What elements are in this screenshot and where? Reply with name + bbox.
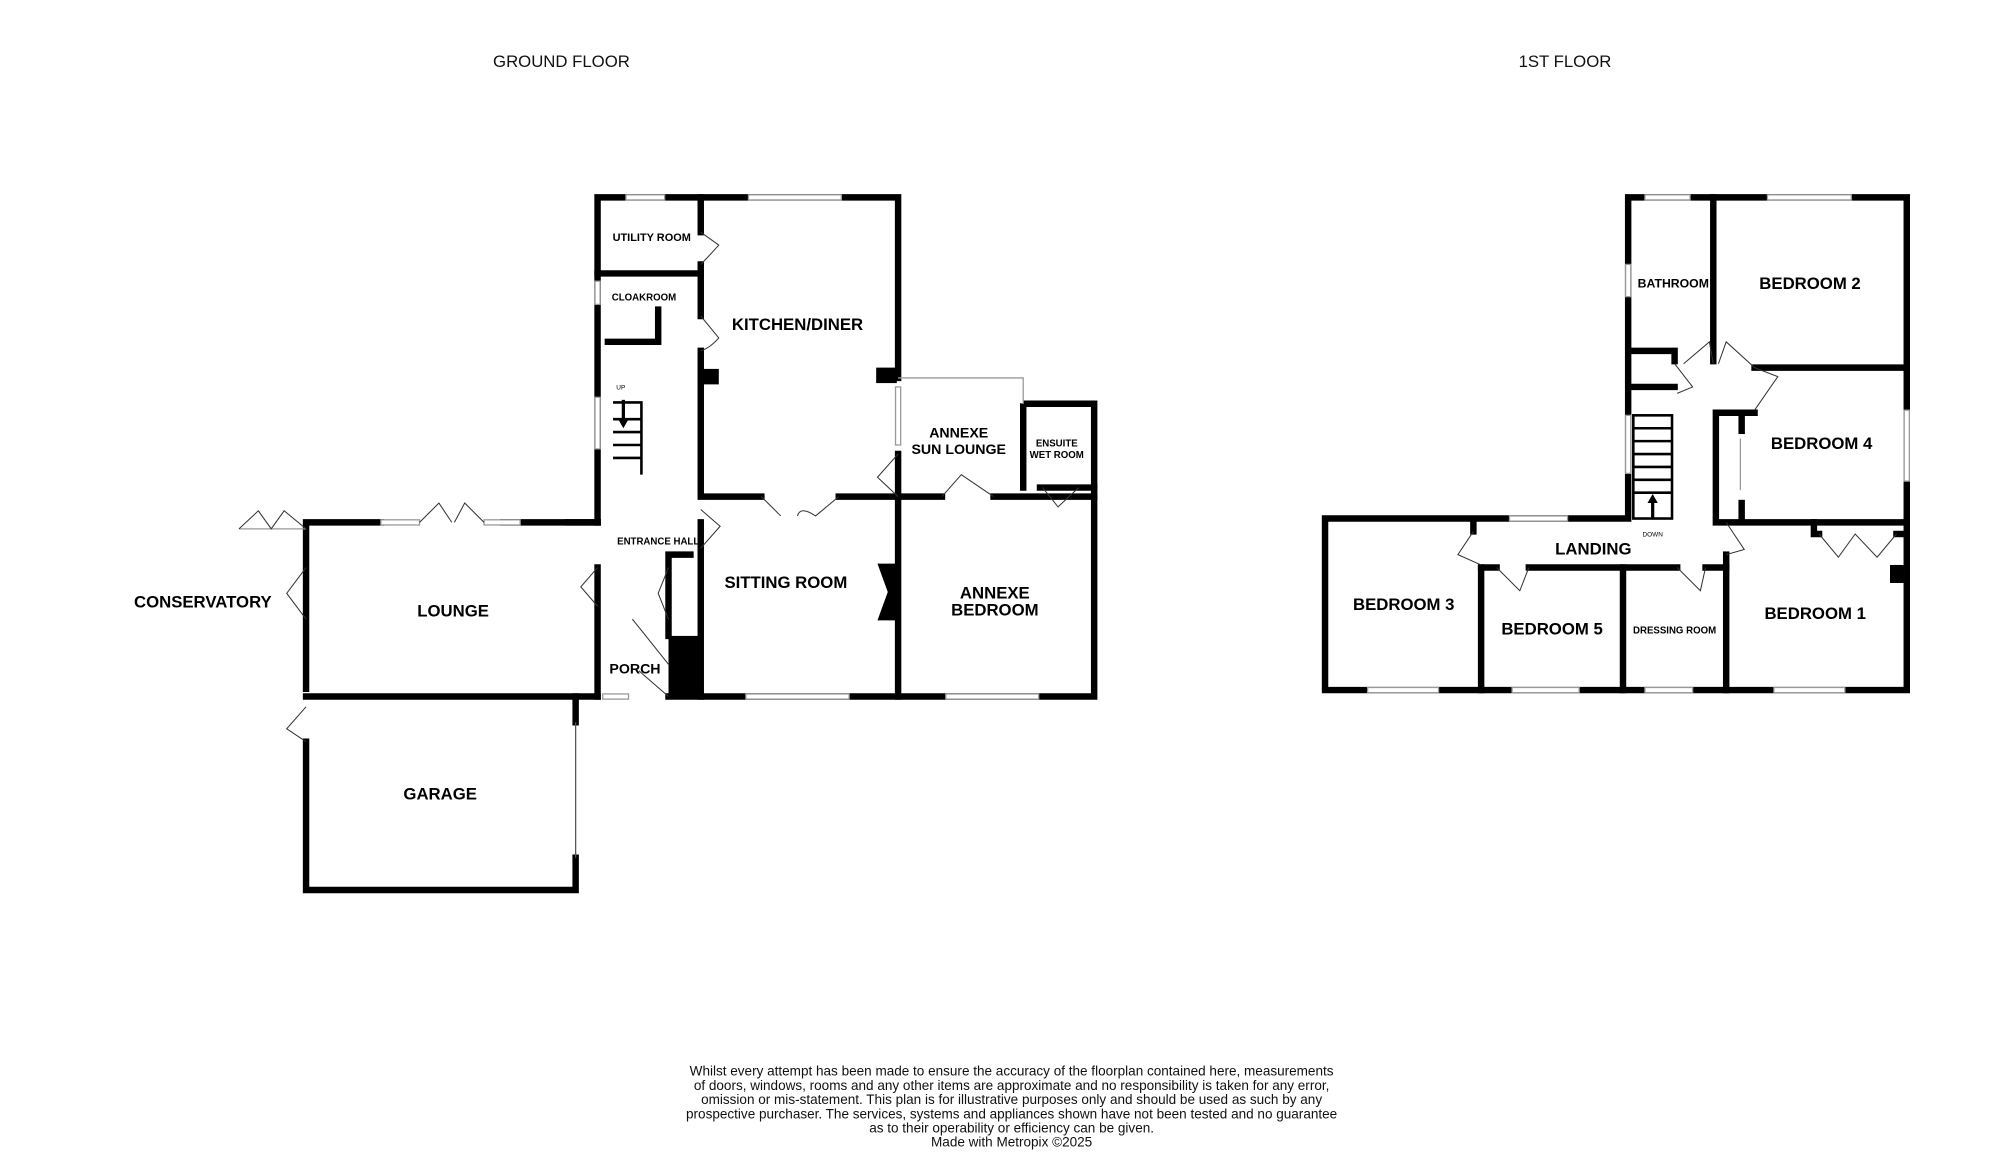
- disclaimer-line: omission or mis-statement. This plan is …: [701, 1092, 1322, 1107]
- room-annexe-bedroom-line2: BEDROOM: [951, 600, 1038, 619]
- first-floor-plan: BATHROOM BEDROOM 2 BEDROOM 4 DOWN LANDIN…: [1321, 194, 1910, 694]
- disclaimer-line: as to their operability or efficiency ca…: [869, 1120, 1154, 1135]
- room-annexe-bedroom-line1: ANNEXE: [960, 583, 1030, 602]
- room-cloakroom: CLOAKROOM: [612, 293, 676, 304]
- room-bathroom: BATHROOM: [1638, 277, 1709, 291]
- room-annexe-sun-lounge-line2: SUN LOUNGE: [911, 442, 1005, 458]
- room-ensuite-line2: WET ROOM: [1030, 450, 1084, 461]
- disclaimer-line: prospective purchaser. The services, sys…: [686, 1106, 1337, 1121]
- room-bedroom-3: BEDROOM 3: [1353, 595, 1454, 614]
- stairs-up-label: UP: [616, 385, 625, 392]
- room-porch: PORCH: [609, 661, 660, 677]
- room-entrance-hall: ENTRANCE HALL: [617, 536, 699, 547]
- room-ensuite-line1: ENSUITE: [1036, 438, 1078, 449]
- room-dressing-room: DRESSING ROOM: [1633, 625, 1716, 636]
- first-floor-title: 1ST FLOOR: [1519, 52, 1612, 71]
- metropix-credit: Made with Metropix ©2025: [931, 1135, 1092, 1150]
- room-bedroom-4: BEDROOM 4: [1771, 434, 1873, 453]
- room-annexe-sun-lounge-line1: ANNEXE: [929, 425, 988, 441]
- room-garage: GARAGE: [403, 785, 477, 804]
- room-bedroom-5: BEDROOM 5: [1501, 620, 1602, 639]
- disclaimer-line: Whilst every attempt has been made to en…: [690, 1064, 1334, 1079]
- room-bedroom-2: BEDROOM 2: [1759, 274, 1860, 293]
- disclaimer: Whilst every attempt has been made to en…: [686, 1064, 1337, 1150]
- stairs-down-label: DOWN: [1642, 532, 1663, 539]
- room-conservatory: CONSERVATORY: [134, 593, 272, 612]
- room-lounge: LOUNGE: [417, 602, 489, 621]
- room-kitchen-diner: KITCHEN/DINER: [732, 315, 863, 334]
- room-sitting-room: SITTING ROOM: [724, 573, 847, 592]
- room-utility-room: UTILITY ROOM: [613, 232, 691, 244]
- ground-floor-title: GROUND FLOOR: [493, 52, 630, 71]
- ground-floor-plan: UTILITY ROOM CLOAKROOM KITCHEN/DINER UP …: [134, 194, 1098, 894]
- disclaimer-line: of doors, windows, rooms and any other i…: [694, 1078, 1330, 1093]
- room-landing: LANDING: [1555, 540, 1631, 559]
- room-bedroom-1: BEDROOM 1: [1764, 604, 1865, 623]
